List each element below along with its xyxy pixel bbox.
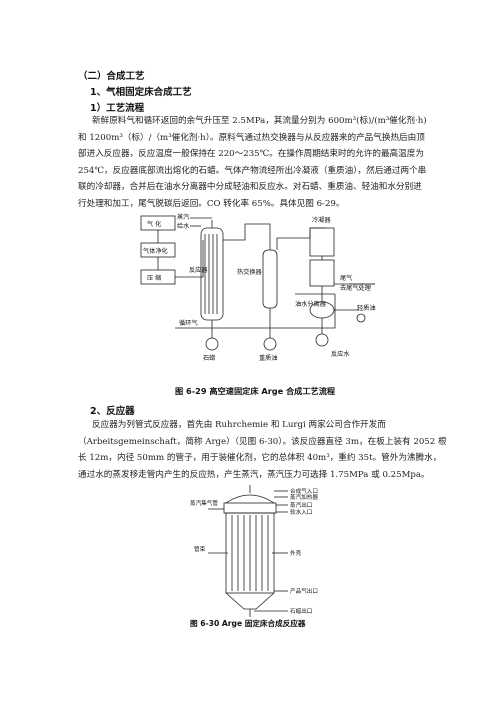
shell-label: 外壳 <box>290 549 302 557</box>
process-paragraph: 新鲜原料气和循环返回的余气升压至 2.5MPa，其流量分别为 600m³(标)/… <box>78 113 427 213</box>
paragraph-line: 长 12m，内径 50mm 的管子，用于装催化剂，它的总体积 40m³，重约 3… <box>78 453 442 464</box>
heavy-oil-pump <box>263 337 277 351</box>
paragraph-line: 部进入反应器，反应温度一般保持在 220～235℃。在操作周期结束时的允许的最高… <box>78 149 424 160</box>
heat-exchanger <box>262 249 278 309</box>
paragraph-line: 联的冷却器，合并后在油水分离器中分成轻油和反应水。对石蜡、重质油、轻油和水分别进 <box>78 182 422 193</box>
paragraph-line: （Arbeitsgemeinschaft，简称 Arge）（见图 6-30）。该… <box>78 436 447 447</box>
reactor-vessel <box>200 227 224 321</box>
process-flow-diagram: 气 化 气体净化 压 缩 蒸汽 给水 反应器 热交换器 冷凝器 尾气 去尾气处理… <box>140 213 376 362</box>
figure-caption: 图 6-30 Arge 固定床合成反应器 <box>190 619 306 628</box>
compress-label: 压 缩 <box>147 274 161 282</box>
tube-bundle-label: 管束 <box>194 545 206 553</box>
light-oil-label: 轻质油 <box>357 304 376 312</box>
wax-label: 石蜡 <box>203 354 215 362</box>
paragraph-line: 新鲜原料气和循环返回的余气升压至 2.5MPa，其流量分别为 600m³(标)/… <box>92 116 427 126</box>
wax-pump <box>205 337 219 351</box>
light-oil-tank <box>356 313 366 323</box>
paragraph-line: 254℃，反应器底部流出熔化的石蜡。气体产物流经所出冷凝液（重质油），然后通过两… <box>78 165 427 176</box>
reactor-label: 反应器 <box>189 266 208 274</box>
paragraph-line: 和 1200m³（标）/（m³催化剂·h）。原料气通过热交换器与从反应器来的产品… <box>78 132 425 143</box>
steam-heater-label: 蒸汽加热器 <box>290 493 318 501</box>
heavy-oil-label: 重质油 <box>259 354 278 362</box>
subsubsection-heading: 1）工艺流程 <box>90 103 145 114</box>
purify-label: 气体净化 <box>143 247 168 255</box>
separator-label: 油水分离器 <box>295 300 327 308</box>
water-pump <box>315 333 329 347</box>
water-in-label: 软水入口 <box>290 508 312 516</box>
product-out-label: 产品气出口 <box>290 587 318 595</box>
gasify-label: 气 化 <box>147 220 161 228</box>
steam-header-label: 蒸汽集气管 <box>190 499 218 507</box>
recycle-gas-label: 循环气 <box>179 319 198 327</box>
reaction-water-label: 反应水 <box>331 350 350 358</box>
figure-caption: 图 6-29 高空速固定床 Arge 合成工艺流程 <box>175 386 336 396</box>
cooler-2 <box>309 259 335 287</box>
heat-exchanger-label: 热交换器 <box>237 268 263 276</box>
paragraph-line: 通过水的蒸发移走管内产生的反应热，产生蒸汽，蒸汽压力可选择 1.75MPa 或 … <box>78 469 430 480</box>
tailgas-treat-label: 去尾气处理 <box>340 284 371 292</box>
reactor-top-dome <box>225 494 275 504</box>
section-heading: （二）合成工艺 <box>78 71 145 82</box>
subsection-heading: 2、反应器 <box>90 406 135 417</box>
syngas-in-label: 合成气入口 <box>290 487 318 495</box>
paragraph-line: 行处理和加工，尾气脱碳后返回。CO 转化率 65%。具体见图 6-29。 <box>78 198 345 209</box>
reactor-bottom-cone <box>225 592 275 610</box>
steam-label: 蒸汽 <box>177 213 189 221</box>
feedwater-label: 给水 <box>177 222 190 230</box>
cooler-label: 冷凝器 <box>312 216 331 224</box>
paragraph-line: 反应器为列管式反应器，首先由 Ruhrchemie 和 Lurgi 两家公司合作… <box>92 420 386 430</box>
subsection-heading: 1、气相固定床合成工艺 <box>90 87 192 98</box>
steam-out-label: 蒸汽出口 <box>290 501 312 509</box>
wax-out-label: 石蜡出口 <box>290 607 312 615</box>
cooler-1 <box>309 227 335 257</box>
reactor-paragraph: 反应器为列管式反应器，首先由 Ruhrchemie 和 Lurgi 两家公司合作… <box>78 417 447 483</box>
tail-gas-label: 尾气 <box>340 274 352 282</box>
reactor-drawing: 合成气入口 蒸汽加热器 蒸汽集气管 蒸汽出口 软水入口 管束 外壳 产品气出口 … <box>190 485 318 617</box>
